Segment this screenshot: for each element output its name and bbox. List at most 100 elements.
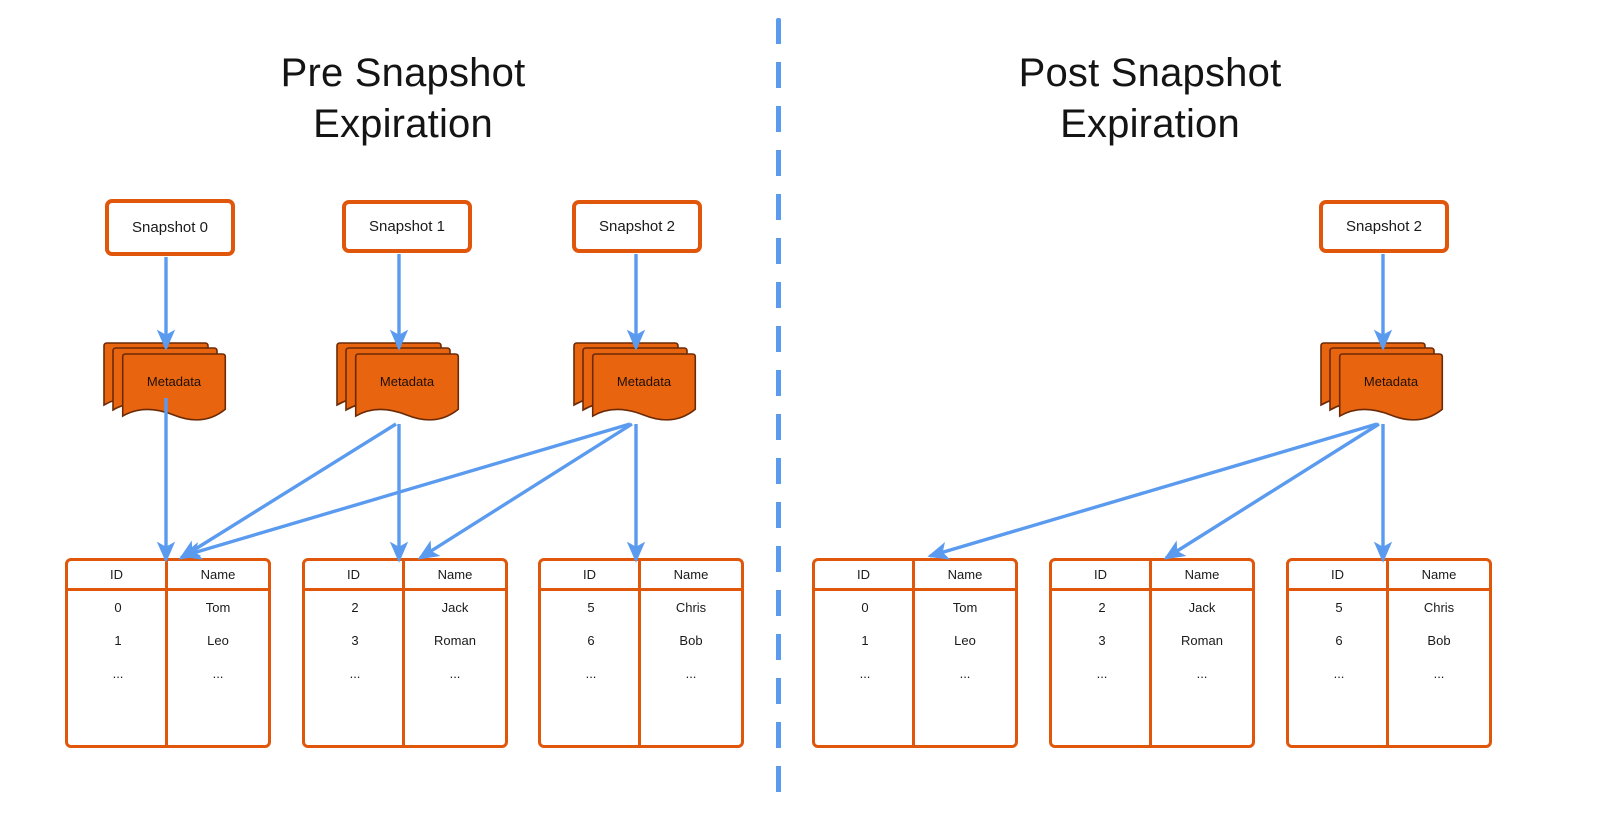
- table-row: 0 Tom: [68, 591, 268, 624]
- arrow-metadata2-to-table1: [417, 422, 633, 560]
- table-column-divider: [165, 591, 168, 745]
- table-header-cell-id: ID: [1289, 561, 1389, 588]
- table-cell-id: 6: [1335, 633, 1343, 648]
- table-row: 6 Bob: [1289, 624, 1489, 657]
- table-cell-name: Bob: [1427, 633, 1451, 648]
- table-header-row: ID Name: [1052, 561, 1252, 591]
- snapshot-box-label: Snapshot 2: [599, 218, 675, 235]
- data-table-post-2[interactable]: ID Name 5 Chris 6 Bob ... ...: [1286, 558, 1492, 748]
- table-row: 3 Roman: [305, 624, 505, 657]
- metadata-stack-pre-0[interactable]: Metadata: [101, 342, 229, 426]
- table-column-divider: [1386, 591, 1389, 745]
- snapshot-box-pre-2[interactable]: Snapshot 2: [572, 200, 702, 253]
- table-column-divider: [638, 591, 641, 745]
- table-cell-name: Leo: [207, 633, 229, 648]
- table-header-cell-id: ID: [68, 561, 168, 588]
- metadata-sheet-icon: [1336, 353, 1446, 426]
- table-column-divider: [1149, 591, 1152, 745]
- table-header-cell-id: ID: [1052, 561, 1152, 588]
- table-cell-id: ...: [112, 666, 124, 681]
- table-header-cell-name: Name: [673, 567, 709, 582]
- table-header-row: ID Name: [305, 561, 505, 591]
- table-cell-id: 1: [861, 633, 869, 648]
- table-body: 5 Chris 6 Bob ... ...: [1289, 591, 1489, 745]
- table-header-cell-name: Name: [947, 567, 983, 582]
- table-row: 3 Roman: [1052, 624, 1252, 657]
- snapshot-box-pre-1[interactable]: Snapshot 1: [342, 200, 472, 253]
- table-row: ... ...: [68, 657, 268, 690]
- table-header-row: ID Name: [815, 561, 1015, 591]
- metadata-stack-post-0[interactable]: Metadata: [1318, 342, 1446, 426]
- table-cell-name: ...: [1196, 666, 1208, 681]
- table-cell-name: Roman: [434, 633, 476, 648]
- table-header-cell-id: ID: [305, 561, 405, 588]
- table-row: 5 Chris: [1289, 591, 1489, 624]
- table-cell-name: Bob: [679, 633, 703, 648]
- table-cell-id: 0: [861, 600, 869, 615]
- table-row: 6 Bob: [541, 624, 741, 657]
- arrow-metadata-post-to-table0: [927, 422, 1378, 560]
- table-column-divider: [402, 591, 405, 745]
- table-cell-id: ...: [1333, 666, 1345, 681]
- table-cell-id: 5: [1335, 600, 1343, 615]
- metadata-sheet-icon: [119, 353, 229, 426]
- table-body: 0 Tom 1 Leo ... ...: [815, 591, 1015, 745]
- table-row: 2 Jack: [305, 591, 505, 624]
- metadata-sheet-icon: [589, 353, 699, 426]
- table-cell-id: ...: [585, 666, 597, 681]
- table-cell-name: Chris: [1423, 600, 1455, 615]
- arrow-metadata-post-to-table1: [1163, 422, 1380, 560]
- panel-divider-dashed: [776, 18, 781, 808]
- table-cell-name: Leo: [954, 633, 976, 648]
- snapshot-box-post-2[interactable]: Snapshot 2: [1319, 200, 1449, 253]
- table-row: ... ...: [815, 657, 1015, 690]
- table-cell-name: ...: [959, 666, 971, 681]
- table-row: 1 Leo: [68, 624, 268, 657]
- table-cell-id: 2: [351, 600, 359, 615]
- table-cell-name: Roman: [1181, 633, 1223, 648]
- table-cell-name: ...: [212, 666, 224, 681]
- data-table-pre-2[interactable]: ID Name 5 Chris 6 Bob ... ...: [538, 558, 744, 748]
- table-body: 2 Jack 3 Roman ... ...: [305, 591, 505, 745]
- data-table-post-0[interactable]: ID Name 0 Tom 1 Leo ... ...: [812, 558, 1018, 748]
- table-header-cell-name: Name: [437, 567, 473, 582]
- arrow-metadata1-to-table0: [178, 422, 397, 560]
- snapshot-box-label: Snapshot 1: [369, 218, 445, 235]
- table-header-row: ID Name: [68, 561, 268, 591]
- data-table-post-1[interactable]: ID Name 2 Jack 3 Roman ... ...: [1049, 558, 1255, 748]
- data-table-pre-0[interactable]: ID Name 0 Tom 1 Leo ... ...: [65, 558, 271, 748]
- table-row: ... ...: [1052, 657, 1252, 690]
- table-cell-name: Tom: [205, 600, 231, 615]
- table-body: 2 Jack 3 Roman ... ...: [1052, 591, 1252, 745]
- snapshot-box-label: Snapshot 0: [132, 219, 208, 236]
- table-row: 1 Leo: [815, 624, 1015, 657]
- table-cell-id: 3: [351, 633, 359, 648]
- table-cell-id: ...: [859, 666, 871, 681]
- table-body: 5 Chris 6 Bob ... ...: [541, 591, 741, 745]
- table-cell-name: Chris: [675, 600, 707, 615]
- metadata-stack-pre-1[interactable]: Metadata: [334, 342, 462, 426]
- table-cell-name: ...: [449, 666, 461, 681]
- table-column-divider: [912, 591, 915, 745]
- table-cell-id: 1: [114, 633, 122, 648]
- table-row: ... ...: [305, 657, 505, 690]
- data-table-pre-1[interactable]: ID Name 2 Jack 3 Roman ... ...: [302, 558, 508, 748]
- table-row: 2 Jack: [1052, 591, 1252, 624]
- table-row: ... ...: [1289, 657, 1489, 690]
- table-cell-id: ...: [349, 666, 361, 681]
- table-header-row: ID Name: [1289, 561, 1489, 591]
- table-cell-id: 3: [1098, 633, 1106, 648]
- table-cell-name: Jack: [441, 600, 469, 615]
- table-cell-name: ...: [685, 666, 697, 681]
- table-header-row: ID Name: [541, 561, 741, 591]
- metadata-stack-pre-2[interactable]: Metadata: [571, 342, 699, 426]
- table-cell-id: 5: [587, 600, 595, 615]
- table-row: 0 Tom: [815, 591, 1015, 624]
- table-cell-name: Jack: [1188, 600, 1216, 615]
- table-header-cell-id: ID: [541, 561, 641, 588]
- table-cell-name: ...: [1433, 666, 1445, 681]
- snapshot-box-pre-0[interactable]: Snapshot 0: [105, 199, 235, 256]
- table-cell-id: ...: [1096, 666, 1108, 681]
- arrow-metadata2-to-table0: [180, 422, 631, 560]
